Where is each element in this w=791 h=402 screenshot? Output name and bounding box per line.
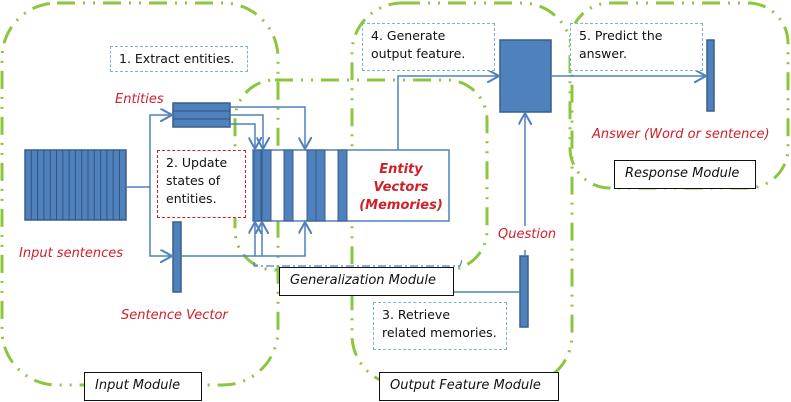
response-module-label: Response Module bbox=[614, 160, 756, 189]
step-4-line2: output feature. bbox=[371, 46, 466, 61]
question-label: Question bbox=[498, 226, 557, 243]
step-5-predict-answer: 5. Predict the answer. bbox=[570, 23, 703, 71]
entity-vectors-line2: Vectors bbox=[373, 180, 429, 195]
arrow-memory-to-output bbox=[397, 76, 499, 150]
step-4-generate-output: 4. Generate output feature. bbox=[362, 23, 495, 71]
output-feature-block bbox=[499, 39, 552, 113]
step-1-extract-entities: 1. Extract entities. bbox=[110, 46, 248, 72]
sentence-vector-label: Sentence Vector bbox=[121, 308, 228, 323]
answer-vector-block bbox=[706, 39, 715, 112]
step-2-line1: 2. Update bbox=[166, 155, 228, 170]
entity-vectors-line1: Entity bbox=[379, 162, 423, 177]
entity-vectors-line3: (Memories) bbox=[359, 198, 443, 213]
arrow-input-to-entities bbox=[126, 115, 172, 188]
arrow-input-to-sentence-vector bbox=[149, 187, 172, 256]
step-3-line2: related memories. bbox=[382, 325, 497, 340]
step-3-retrieve-memories: 3. Retrieve related memories. bbox=[373, 302, 507, 350]
step-4-line1: 4. Generate bbox=[371, 28, 446, 43]
arrow-entities-to-memory-2 bbox=[230, 114, 263, 149]
step-5-line1: 5. Predict the bbox=[579, 28, 663, 43]
input-module-label: Input Module bbox=[84, 372, 202, 401]
entity-vectors-label: Entity Vectors (Memories) bbox=[356, 161, 446, 215]
input-sentences-block bbox=[24, 149, 127, 221]
generalization-module-label: Generalization Module bbox=[279, 267, 454, 296]
step-2-line3: entities. bbox=[166, 191, 217, 206]
arrow-sentence-to-memory-2 bbox=[255, 222, 262, 257]
arrow-entities-to-memory-3 bbox=[230, 106, 305, 149]
input-sentences-label: Input sentences bbox=[19, 246, 124, 261]
question-vector-block bbox=[519, 255, 529, 328]
arrow-entities-to-memory-1 bbox=[230, 123, 255, 149]
step-1-text: 1. Extract entities. bbox=[119, 51, 235, 66]
retrieval-bracket bbox=[253, 259, 463, 267]
step-2-line2: states of bbox=[166, 173, 221, 188]
arrow-sentence-to-memory-1 bbox=[181, 222, 255, 257]
output-feature-module-region bbox=[350, 1, 574, 387]
output-feature-module-label: Output Feature Module bbox=[379, 372, 559, 401]
step-5-line2: answer. bbox=[579, 46, 627, 61]
answer-label: Answer (Word or sentence) bbox=[592, 127, 770, 142]
step-3-line1: 3. Retrieve bbox=[382, 307, 451, 322]
entities-block bbox=[172, 102, 231, 128]
step-2-update-states: 2. Update states of entities. bbox=[157, 150, 246, 218]
entities-label: Entities bbox=[115, 92, 164, 107]
arrow-sentence-to-memory-3 bbox=[262, 222, 305, 257]
entity-vector-bars bbox=[253, 149, 348, 222]
sentence-vector-block bbox=[172, 221, 182, 293]
